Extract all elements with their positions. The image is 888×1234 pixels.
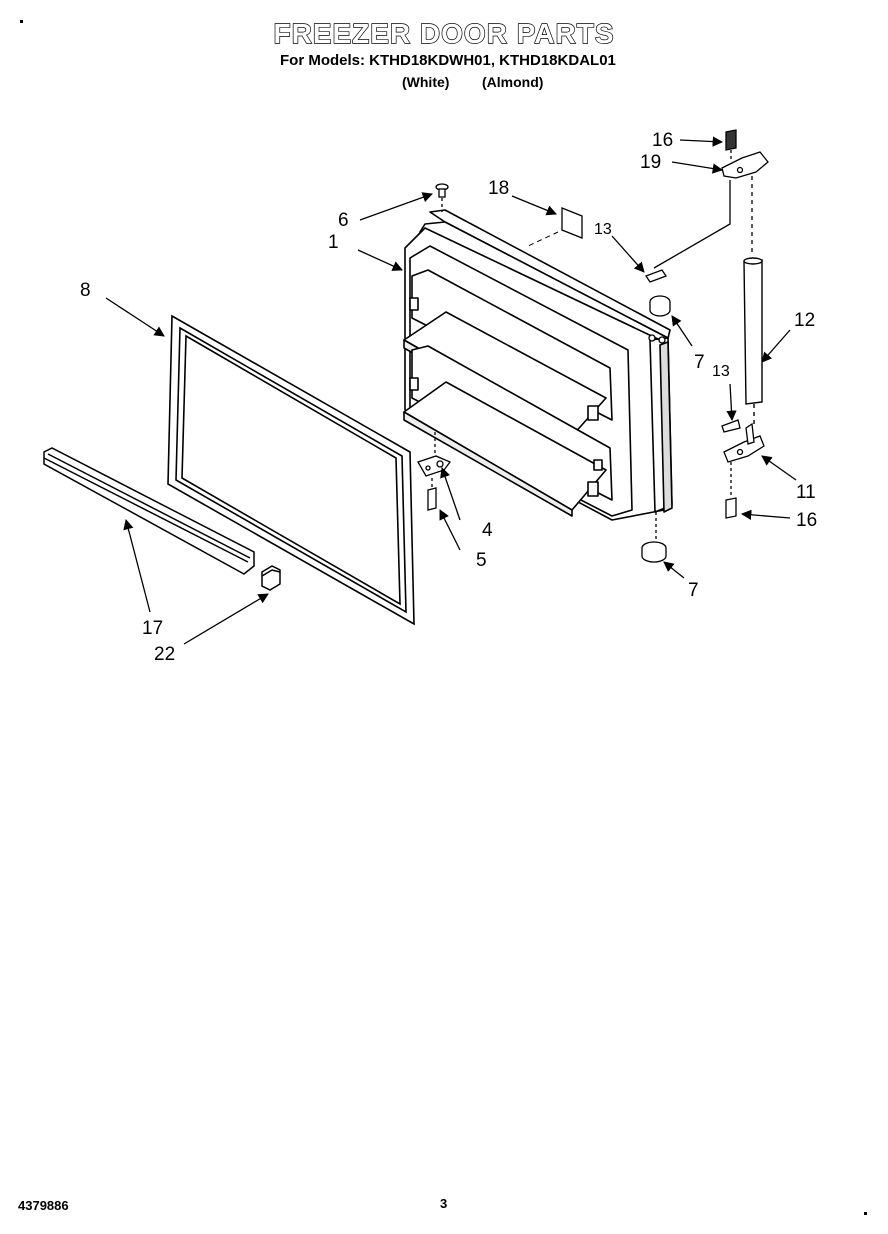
page-number: 3 — [440, 1196, 448, 1211]
bottom-hinge — [721, 419, 765, 519]
callout-17: 17 — [142, 618, 163, 639]
callout-13-bottom: 13 — [712, 363, 730, 380]
callout-22: 22 — [154, 644, 175, 665]
bushing-top — [648, 295, 671, 344]
models-line: For Models: KTHD18KDWH01, KTHD18KDAL01 — [280, 52, 616, 69]
door-gasket — [167, 314, 415, 626]
callout-18: 18 — [488, 178, 509, 199]
page-title: FREEZER DOOR PARTS — [273, 17, 615, 49]
corner-mark-bottom-right — [864, 1212, 867, 1215]
callout-leaders — [105, 136, 797, 645]
callout-12: 12 — [794, 310, 815, 331]
callout-13-top: 13 — [594, 221, 612, 238]
hinge-plate-top — [645, 269, 667, 283]
callout-16-top: 16 — [652, 130, 673, 151]
variant-almond: (Almond) — [482, 74, 544, 90]
screw-top — [435, 183, 449, 212]
handle-trim — [43, 447, 255, 575]
document-number: 4379886 — [18, 1198, 69, 1213]
callout-1: 1 — [328, 232, 339, 253]
callout-4: 4 — [482, 520, 493, 541]
callout-7-top: 7 — [694, 352, 705, 373]
top-hinge — [653, 129, 769, 269]
hinge-sleeve — [743, 257, 763, 424]
callout-8: 8 — [80, 280, 91, 301]
variant-white: (White) — [402, 74, 450, 90]
corner-mark-top-left — [20, 20, 23, 23]
bushing-bottom — [641, 512, 667, 563]
callout-16-bottom: 16 — [796, 510, 817, 531]
label-plate — [561, 207, 583, 239]
callout-19: 19 — [640, 152, 661, 173]
callout-6: 6 — [338, 210, 349, 231]
callout-7-bottom: 7 — [688, 580, 699, 601]
callout-5: 5 — [476, 550, 487, 571]
lower-bracket — [417, 432, 452, 511]
end-cap — [261, 565, 281, 591]
callout-11: 11 — [796, 482, 816, 503]
door-assembly — [403, 209, 673, 521]
